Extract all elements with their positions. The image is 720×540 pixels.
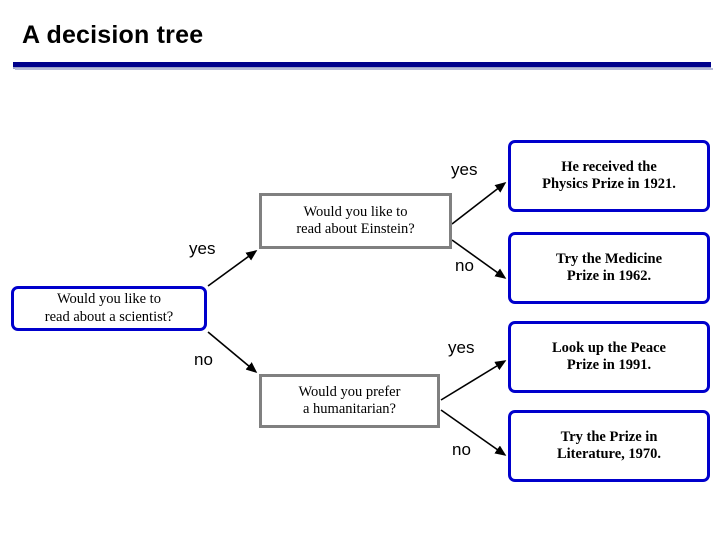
- node-humanitarian[interactable]: Would you prefer a humanitarian?: [259, 374, 440, 428]
- node-einstein[interactable]: Would you like to read about Einstein?: [259, 193, 452, 249]
- edge-label-humanitarian-no: no: [452, 440, 471, 459]
- edge-root-no: [207, 331, 258, 374]
- node-medicine-prize[interactable]: Try the Medicine Prize in 1962.: [508, 232, 710, 304]
- node-humanitarian-label: Would you prefer a humanitarian?: [298, 383, 401, 417]
- edge-label-einstein-no: no: [455, 256, 474, 275]
- edge-label-humanitarian-yes: yes: [448, 338, 475, 357]
- page-title: A decision tree: [22, 21, 204, 49]
- node-literature-prize[interactable]: Try the Prize in Literature, 1970.: [508, 410, 710, 482]
- edge-label-root-no: no: [194, 350, 213, 369]
- node-peace-prize-label: Look up the Peace Prize in 1991.: [552, 339, 666, 373]
- node-root-label: Would you like to read about a scientist…: [44, 291, 174, 325]
- node-literature-prize-label: Try the Prize in Literature, 1970.: [556, 428, 662, 462]
- edge-einstein-yes: [451, 182, 507, 225]
- edge-humanitarian-yes: [440, 360, 507, 401]
- edge-humanitarian-no: [440, 409, 507, 456]
- node-physics-prize[interactable]: He received the Physics Prize in 1921.: [508, 140, 710, 212]
- node-peace-prize[interactable]: Look up the Peace Prize in 1991.: [508, 321, 710, 393]
- node-medicine-prize-label: Try the Medicine Prize in 1962.: [555, 250, 663, 284]
- node-root[interactable]: Would you like to read about a scientist…: [11, 286, 207, 331]
- edge-label-einstein-yes: yes: [451, 160, 478, 179]
- node-physics-prize-label: He received the Physics Prize in 1921.: [542, 158, 676, 192]
- title-divider-shadow: [15, 68, 713, 70]
- edge-label-root-yes: yes: [189, 239, 216, 258]
- node-einstein-label: Would you like to read about Einstein?: [296, 203, 415, 237]
